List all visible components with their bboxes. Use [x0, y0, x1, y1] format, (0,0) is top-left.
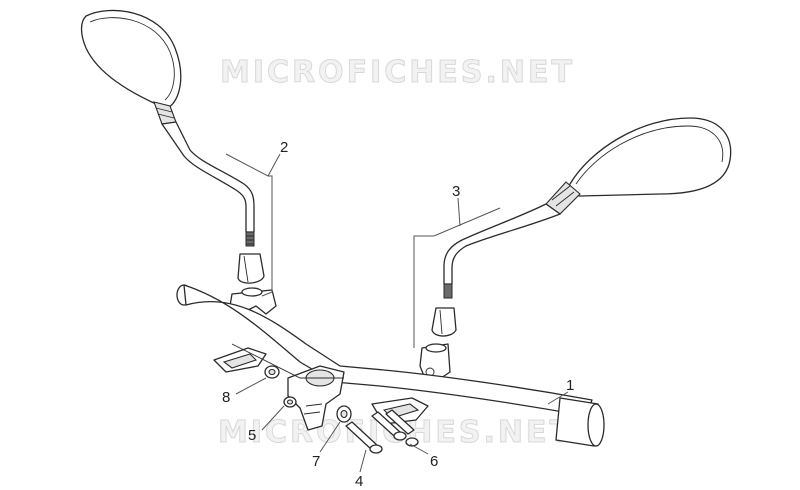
callout-6: 6 — [430, 453, 438, 470]
handlebar — [176, 284, 605, 447]
callout-4: 4 — [355, 473, 363, 490]
leader-lines — [225, 153, 569, 473]
watermark-top: MICROFICHES.NET — [220, 55, 575, 90]
washer-part-7 — [336, 405, 352, 423]
callout-5: 5 — [248, 427, 256, 444]
right-mirror — [419, 117, 732, 381]
nut-part-5 — [283, 396, 297, 408]
screws-part-6 — [371, 409, 419, 447]
callout-1: 1 — [566, 377, 574, 394]
callout-2: 2 — [280, 139, 288, 156]
callout-8: 8 — [222, 389, 230, 406]
washer-part-8 — [264, 365, 280, 379]
screw-part-4 — [345, 421, 383, 454]
callout-3: 3 — [452, 183, 460, 200]
callout-7: 7 — [312, 453, 320, 470]
